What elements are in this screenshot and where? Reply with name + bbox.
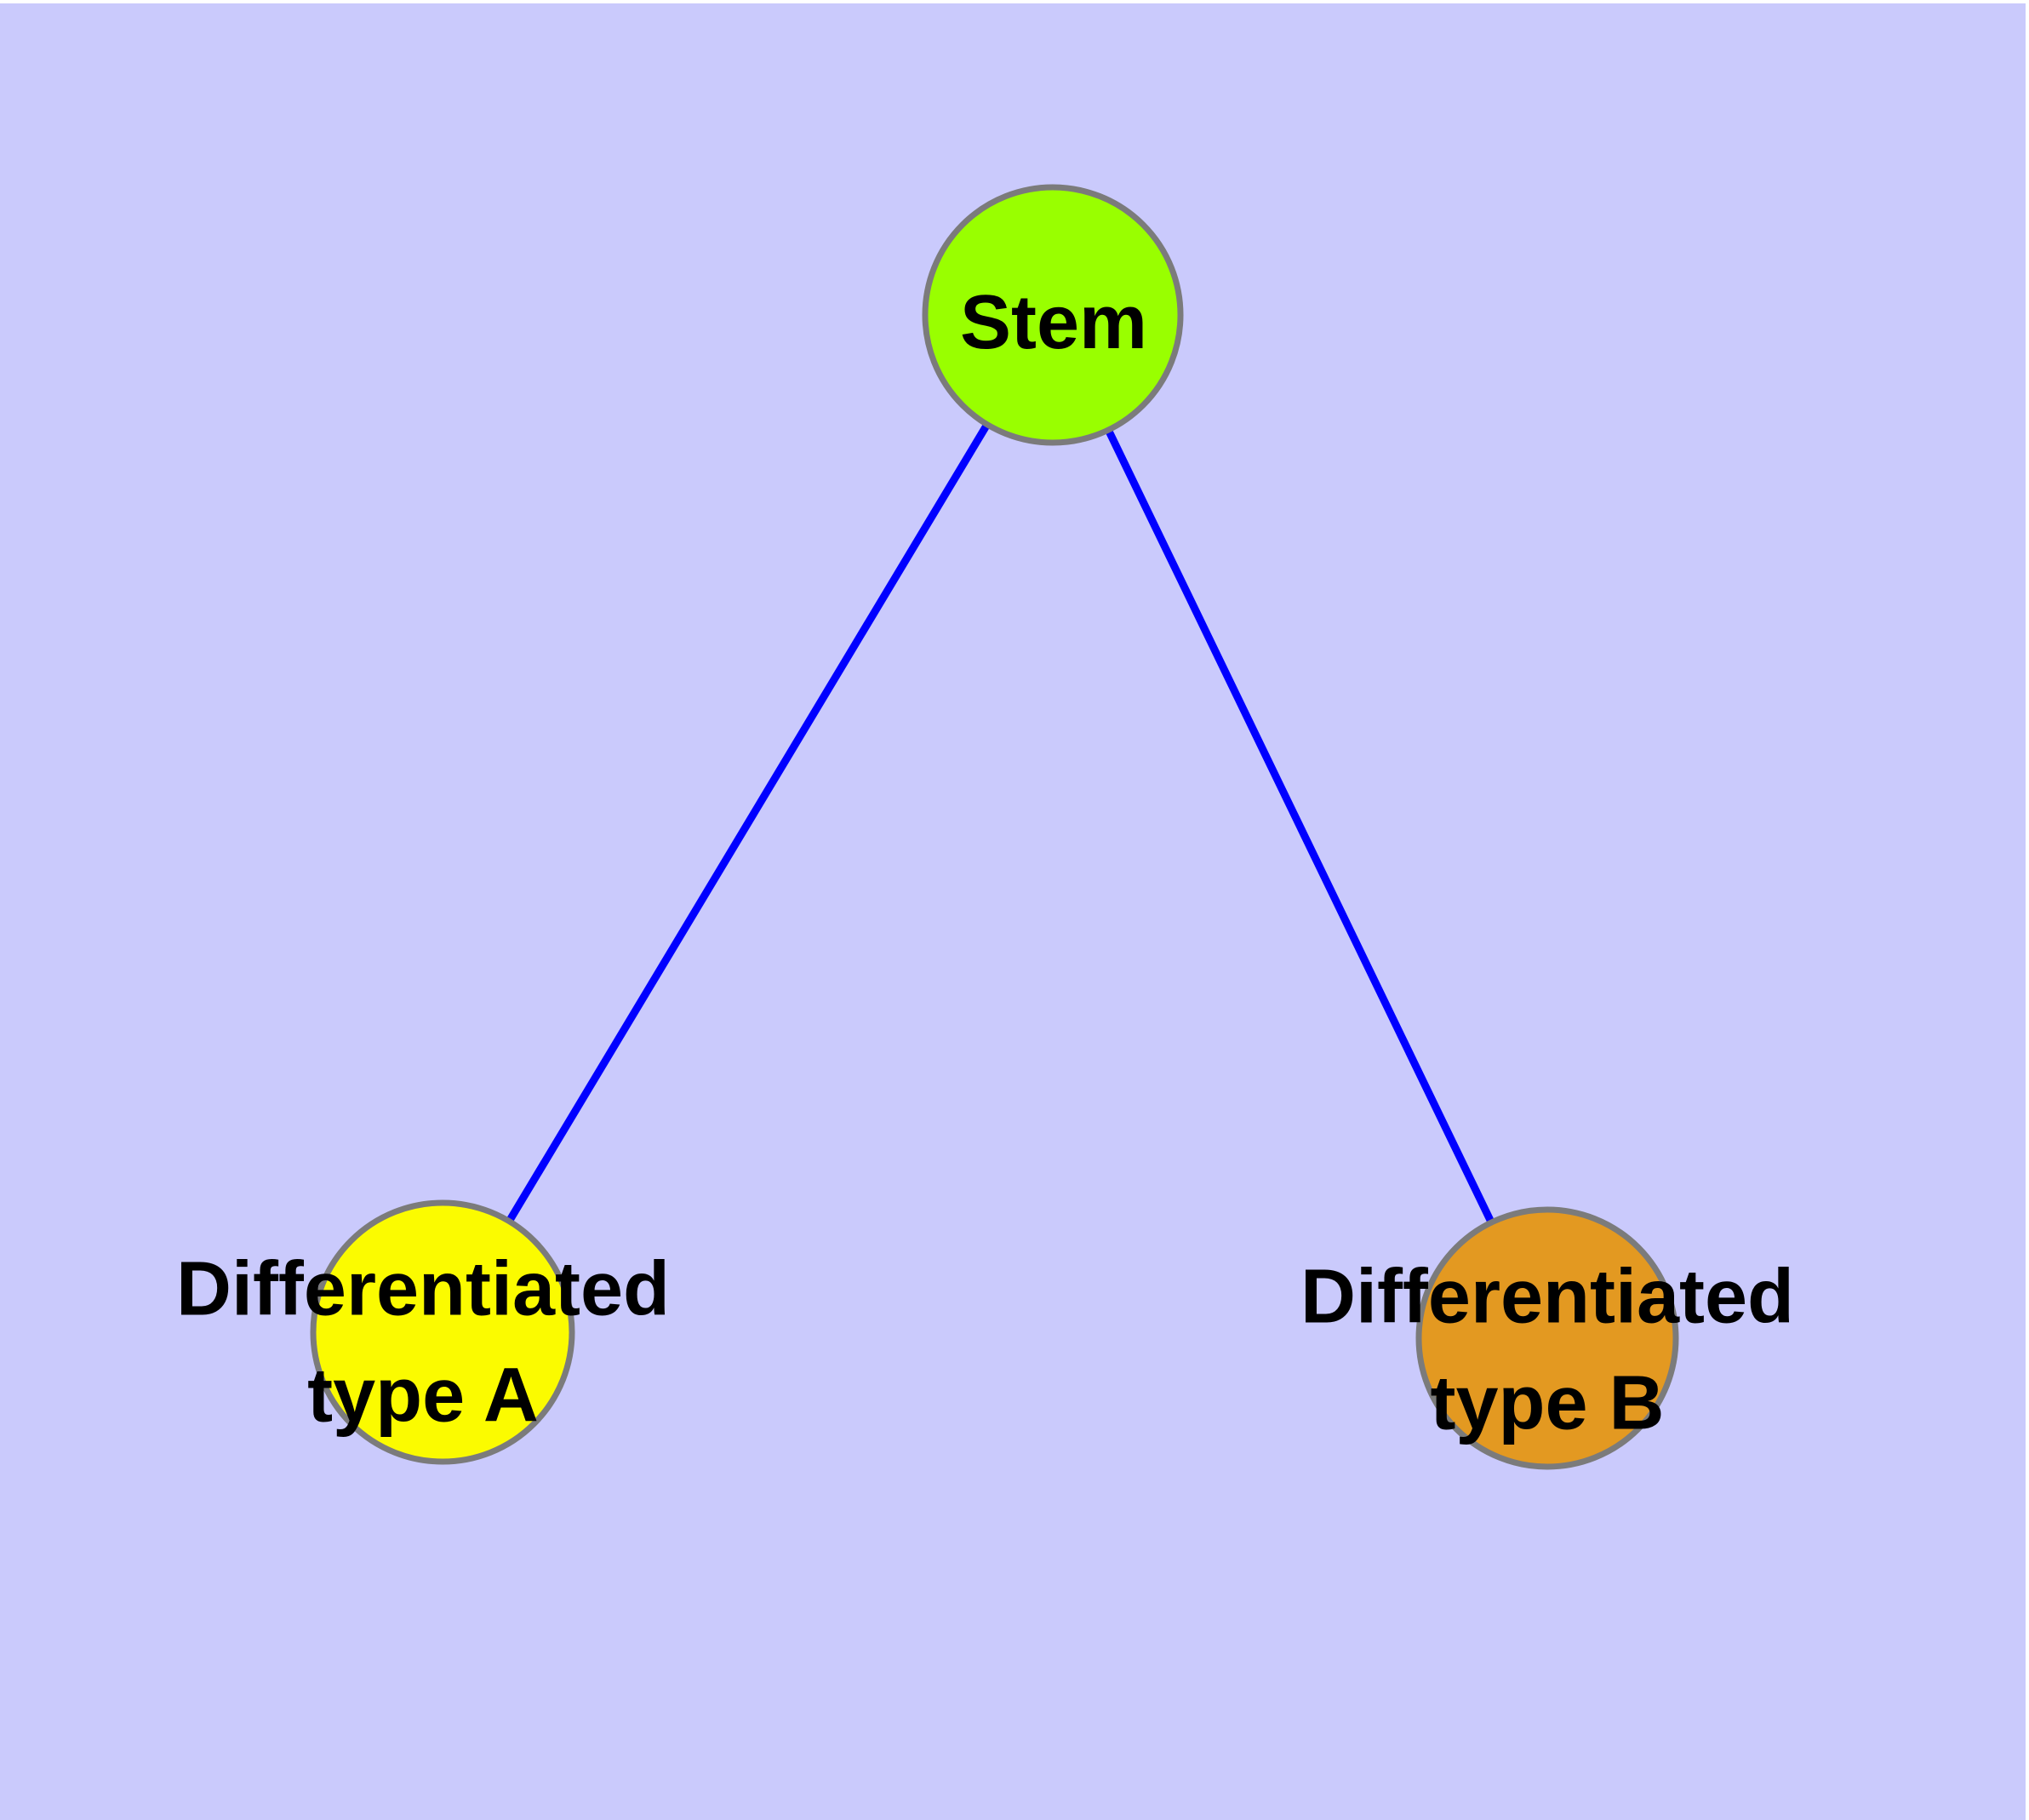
edge-stem-typeA [439, 312, 1056, 1335]
edge-stem-typeB [1049, 313, 1552, 1340]
node-label-line: Differentiated [1300, 1255, 1794, 1340]
node-label-line: type B [1430, 1361, 1664, 1446]
node-stem-circle [922, 184, 1184, 446]
node-typeA-label: Differentiated type A [176, 1247, 670, 1439]
node-typeB-label: Differentiated type B [1300, 1255, 1794, 1446]
node-label-line: Stem [960, 280, 1147, 365]
node-stem-label: Stem [960, 280, 1147, 365]
node-label-line: Differentiated [176, 1247, 670, 1332]
node-label-line: type A [307, 1354, 539, 1439]
node-typeA-circle [310, 1199, 575, 1465]
node-typeB-circle [1415, 1206, 1679, 1470]
